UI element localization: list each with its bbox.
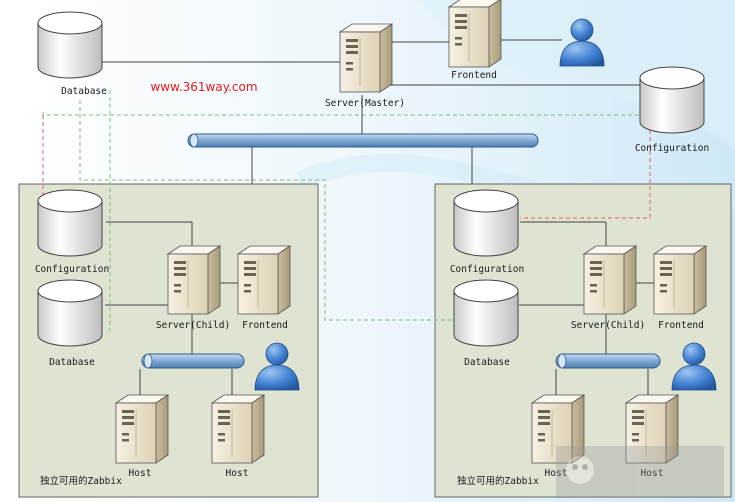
master-configuration-icon [639,66,705,134]
right-network-bus [555,353,661,369]
master-database-icon [37,11,103,79]
right-zone-caption: 独立可用的Zabbix [457,475,539,487]
left-host-1-icon [115,394,169,464]
left-zone-caption: 独立可用的Zabbix [40,475,122,487]
left-configuration-label: Configuration [35,264,109,275]
right-frontend-icon [653,245,707,315]
right-host-2-label: Host [641,468,664,479]
right-server-child-label: Server(Child) [571,320,645,331]
left-host-2-label: Host [226,468,249,479]
watermark-text: www.361way.com [150,80,257,94]
right-configuration-label: Configuration [450,264,524,275]
left-configuration-icon [37,189,103,257]
left-host-2-icon [211,394,265,464]
left-server-child-label: Server(Child) [156,320,230,331]
left-database-icon [37,279,103,347]
left-server-child-icon [167,245,221,315]
right-frontend-label: Frontend [658,320,704,331]
right-database-icon [453,279,519,347]
left-host-1-label: Host [129,468,152,479]
right-server-child-icon [583,245,637,315]
right-host-1-label: Host [545,468,568,479]
left-frontend-icon [237,245,291,315]
master-network-bus [187,133,539,148]
master-database-label: Database [61,86,107,97]
master-server-icon [339,23,393,93]
right-configuration-icon [453,189,519,257]
left-network-bus [141,353,245,369]
right-database-label: Database [464,357,510,368]
master-db-replication-links [42,90,651,331]
corner-logo-watermark [556,446,724,498]
left-frontend-label: Frontend [242,320,288,331]
master-configuration-label: Configuration [635,143,709,154]
master-frontend-label: Frontend [451,70,497,81]
master-server-label: Server(Master) [325,98,405,109]
left-database-label: Database [49,357,95,368]
master-frontend-icon [448,0,502,68]
